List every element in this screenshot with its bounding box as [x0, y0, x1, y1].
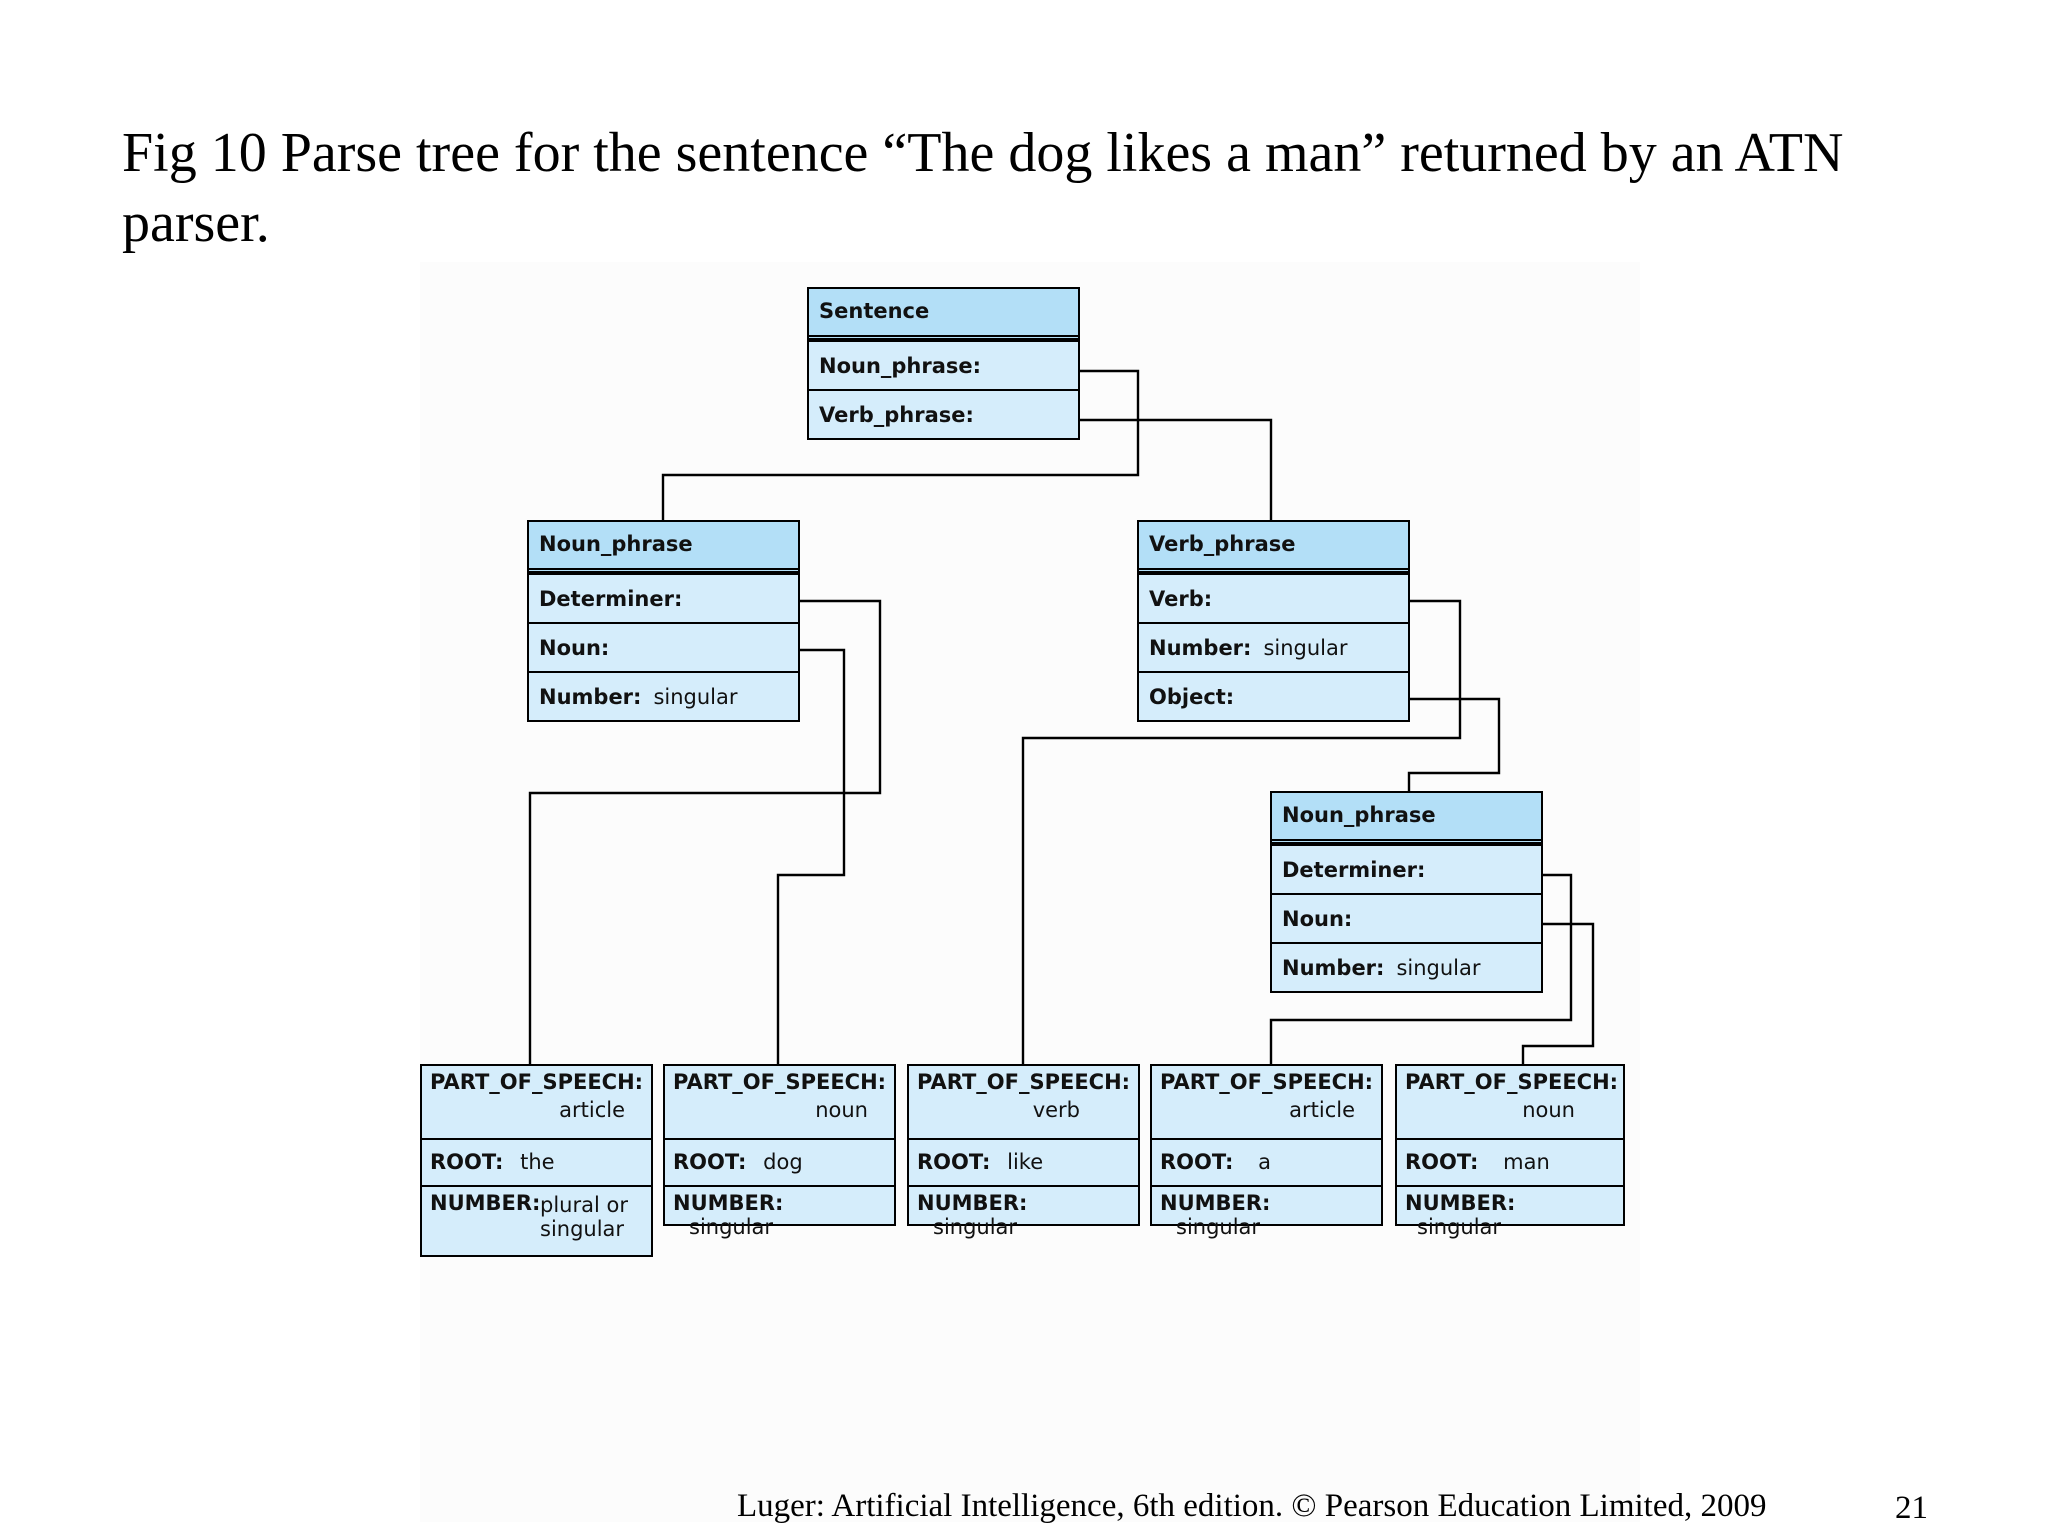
pos-label: PART_OF_SPEECH:	[673, 1070, 887, 1094]
number-value: singular	[689, 1215, 774, 1239]
root-label: ROOT:	[1405, 1150, 1479, 1174]
part-of-speech-cell: PART_OF_SPEECH: noun	[665, 1066, 894, 1140]
number-label: NUMBER:	[1160, 1191, 1271, 1215]
link-np1-determiner	[528, 599, 882, 1065]
root-value: dog	[763, 1150, 803, 1174]
number-label: NUMBER:	[917, 1191, 1028, 1215]
number-value: singular	[1417, 1215, 1502, 1239]
number-value: plural or singular	[540, 1193, 628, 1241]
verb-slot: Verb:	[1139, 573, 1408, 622]
sentence-noun-phrase-slot: Noun_phrase:	[809, 340, 1078, 389]
slot-label: Determiner:	[1282, 857, 1426, 882]
slot-label: Number:	[1149, 635, 1252, 660]
part-of-speech-cell: PART_OF_SPEECH: noun	[1397, 1066, 1623, 1140]
root-cell: ROOT: the	[422, 1140, 651, 1187]
pos-value: verb	[1032, 1098, 1080, 1122]
page-number: 21	[1895, 1490, 1928, 1526]
part-of-speech-cell: PART_OF_SPEECH: verb	[909, 1066, 1138, 1140]
number-label: NUMBER:	[673, 1191, 784, 1215]
root-value: the	[520, 1150, 555, 1174]
root-value: like	[1007, 1150, 1044, 1174]
slot-value: singular	[653, 684, 738, 709]
slot-value: singular	[1396, 955, 1481, 980]
word-frame-like: PART_OF_SPEECH: verb ROOT: like NUMBER: …	[907, 1064, 1140, 1239]
root-value: man	[1503, 1150, 1550, 1174]
slot-label: Noun:	[539, 635, 610, 660]
root-label: ROOT:	[1160, 1150, 1234, 1174]
link-np1-noun	[760, 648, 846, 1065]
part-of-speech-cell: PART_OF_SPEECH: article	[422, 1066, 651, 1140]
noun-phrase-frame-2: Noun_phrase Determiner: Noun: Number: si…	[1270, 791, 1543, 993]
word-frame-a: PART_OF_SPEECH: article ROOT: a NUMBER: …	[1150, 1064, 1383, 1239]
number-cell: NUMBER: plural or singular	[422, 1187, 651, 1255]
slot-label: Object:	[1149, 684, 1235, 709]
root-label: ROOT:	[917, 1150, 991, 1174]
number-slot: Number: singular	[1139, 622, 1408, 671]
link-sentence-np	[661, 369, 1140, 521]
noun-phrase-frame-1: Noun_phrase Determiner: Noun: Number: si…	[527, 520, 800, 722]
part-of-speech-cell: PART_OF_SPEECH: article	[1152, 1066, 1381, 1140]
link-sentence-vp	[1045, 418, 1273, 521]
number-label: NUMBER:	[430, 1191, 541, 1215]
frame-header: Noun_phrase	[529, 522, 798, 573]
number-cell: NUMBER: singular	[1397, 1187, 1623, 1239]
number-cell: NUMBER: singular	[1152, 1187, 1381, 1239]
number-value: singular	[933, 1215, 1018, 1239]
pos-value: noun	[1522, 1098, 1575, 1122]
pos-value: article	[1289, 1098, 1355, 1122]
pos-value: article	[559, 1098, 625, 1122]
pos-label: PART_OF_SPEECH:	[1405, 1070, 1619, 1094]
link-np2-determiner	[1269, 873, 1573, 1065]
number-slot: Number: singular	[1272, 942, 1541, 991]
root-cell: ROOT: a	[1152, 1140, 1381, 1187]
root-value: a	[1258, 1150, 1272, 1174]
root-label: ROOT:	[430, 1150, 504, 1174]
slot-label: Number:	[1282, 955, 1385, 980]
frame-header: Noun_phrase	[1272, 793, 1541, 844]
link-np2-noun	[1510, 922, 1595, 1065]
pos-label: PART_OF_SPEECH:	[430, 1070, 644, 1094]
slide-title: Fig 10 Parse tree for the sentence “The …	[122, 122, 1844, 254]
slot-value: singular	[1263, 635, 1348, 660]
sentence-frame: Sentence Noun_phrase: Verb_phrase:	[807, 287, 1080, 440]
word-frame-the: PART_OF_SPEECH: article ROOT: the NUMBER…	[420, 1064, 653, 1257]
determiner-slot: Determiner:	[529, 573, 798, 622]
frame-header: Verb_phrase	[1139, 522, 1408, 573]
number-label: NUMBER:	[1405, 1191, 1516, 1215]
link-vp-verb	[1021, 599, 1462, 1065]
root-cell: ROOT: like	[909, 1140, 1138, 1187]
pos-value: noun	[815, 1098, 868, 1122]
verb-phrase-frame: Verb_phrase Verb: Number: singular Objec…	[1137, 520, 1410, 722]
slot-label: Verb_phrase:	[819, 402, 974, 427]
word-frame-dog: PART_OF_SPEECH: noun ROOT: dog NUMBER: s…	[663, 1064, 896, 1239]
root-label: ROOT:	[673, 1150, 747, 1174]
slot-label: Determiner:	[539, 586, 683, 611]
object-slot: Object:	[1139, 671, 1408, 720]
sentence-verb-phrase-slot: Verb_phrase:	[809, 389, 1078, 438]
slot-label: Verb:	[1149, 586, 1213, 611]
slide-footer-citation: Luger: Artificial Intelligence, 6th edit…	[737, 1488, 1767, 1524]
slot-label: Number:	[539, 684, 642, 709]
link-vp-object	[1372, 697, 1501, 793]
number-cell: NUMBER: singular	[665, 1187, 894, 1239]
word-frame-man: PART_OF_SPEECH: noun ROOT: man NUMBER: s…	[1395, 1064, 1625, 1239]
root-cell: ROOT: dog	[665, 1140, 894, 1187]
number-slot: Number: singular	[529, 671, 798, 720]
determiner-slot: Determiner:	[1272, 844, 1541, 893]
slot-label: Noun_phrase:	[819, 353, 982, 378]
pos-label: PART_OF_SPEECH:	[1160, 1070, 1374, 1094]
noun-slot: Noun:	[529, 622, 798, 671]
root-cell: ROOT: man	[1397, 1140, 1623, 1187]
slot-label: Noun:	[1282, 906, 1353, 931]
frame-header: Sentence	[809, 289, 1078, 340]
number-value: singular	[1176, 1215, 1261, 1239]
pos-label: PART_OF_SPEECH:	[917, 1070, 1131, 1094]
number-cell: NUMBER: singular	[909, 1187, 1138, 1239]
noun-slot: Noun:	[1272, 893, 1541, 942]
